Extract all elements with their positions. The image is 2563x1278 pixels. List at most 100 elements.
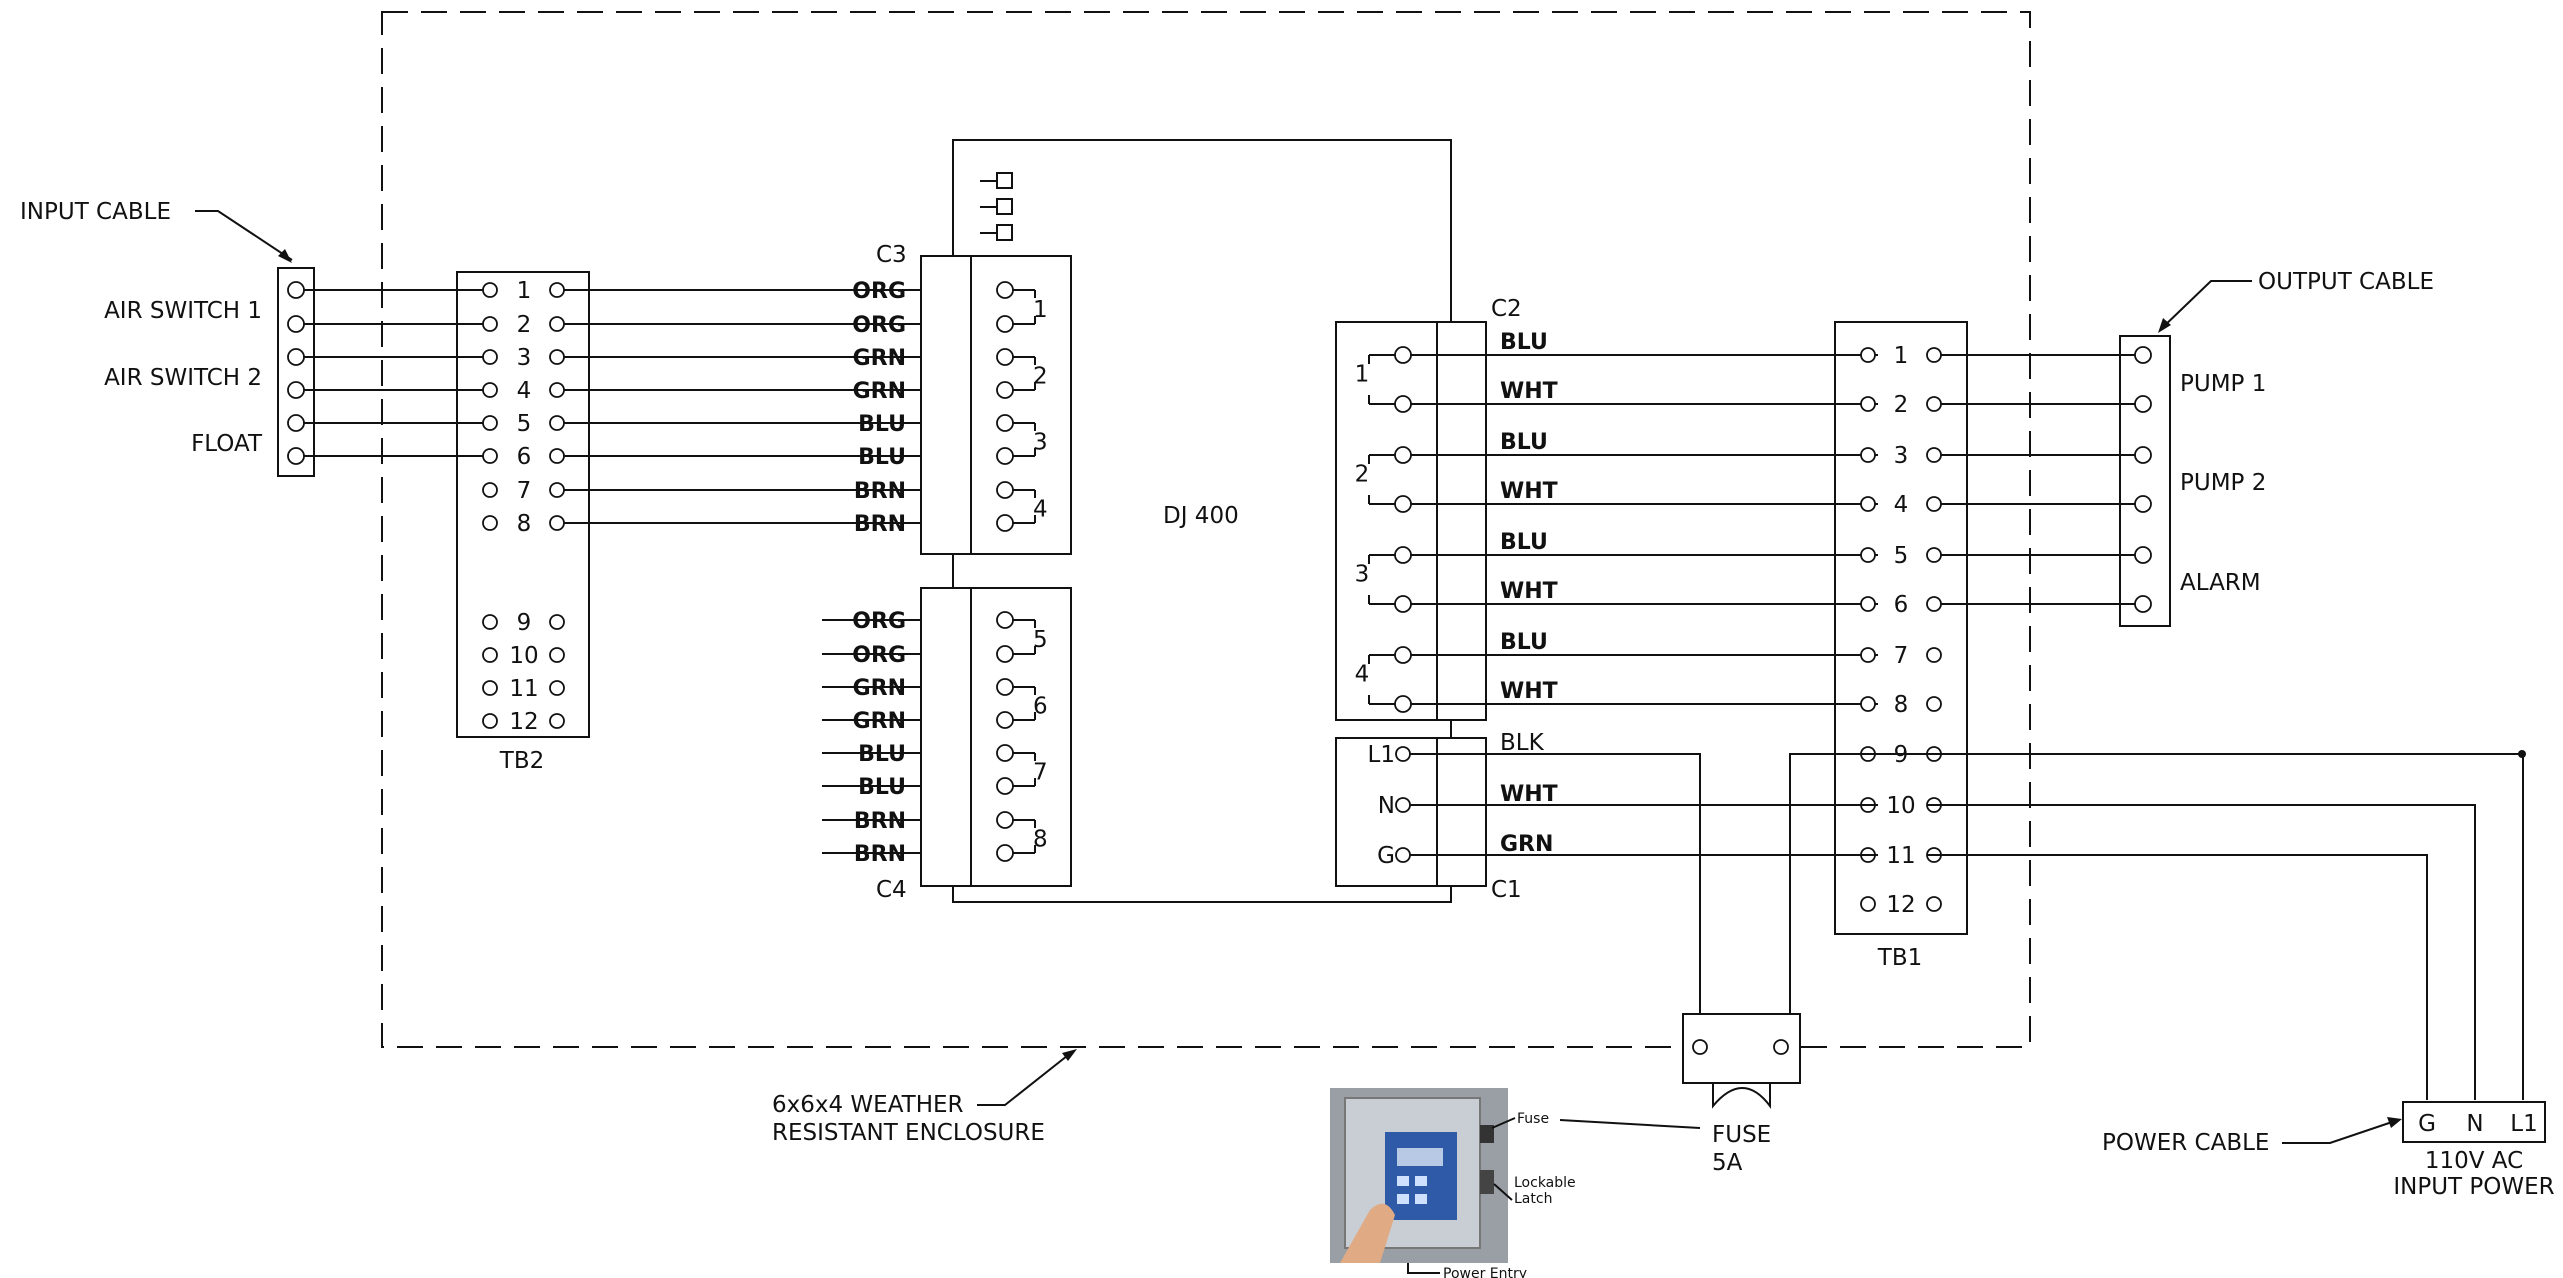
enclosure-outline	[381, 11, 2031, 1048]
tb1-terminal-number: 10	[1886, 793, 1915, 819]
power-cable-title: POWER CABLE	[2102, 1130, 2269, 1156]
photo-callout-lockable: Lockable	[1514, 1175, 1576, 1191]
c4-label: C4	[876, 877, 907, 903]
c2-wire-label: WHT	[1500, 679, 1558, 704]
tb2-terminal-right	[549, 482, 565, 498]
c4-terminal	[996, 844, 1014, 862]
tb2-terminal-right	[549, 680, 565, 696]
tb2-terminal-left	[482, 316, 498, 332]
air-switch-1-label: AIR SWITCH 1	[104, 298, 262, 324]
enclosure-arrowhead	[1062, 1049, 1077, 1061]
c3-terminal	[996, 514, 1014, 532]
tb1-terminal-left	[1860, 647, 1876, 663]
c3-wire-label: ORG	[852, 279, 906, 304]
tb2-terminal-left	[482, 382, 498, 398]
tb2-terminal-number: 3	[517, 345, 532, 371]
input-terminal	[287, 381, 305, 399]
c3-terminal	[996, 281, 1014, 299]
output-cable-terminals	[2134, 346, 2152, 613]
c2-terminal	[1394, 495, 1412, 513]
float-label: FLOAT	[191, 431, 263, 457]
c4-terminal	[996, 811, 1014, 829]
c3-terminal	[996, 381, 1014, 399]
tb1-terminal-number: 5	[1894, 543, 1909, 569]
c2-terminal	[1394, 446, 1412, 464]
output-cable-arrowhead	[2158, 318, 2171, 333]
output-cable-block	[2119, 335, 2171, 627]
output-terminal	[2134, 495, 2152, 513]
c4-wire-label: BRN	[854, 809, 906, 834]
c3-wire-label: BLU	[858, 445, 906, 470]
tb1-terminal-left	[1860, 496, 1876, 512]
tb2-terminal-left	[482, 713, 498, 729]
c2-pair-number: 3	[1355, 562, 1370, 588]
output-cable-leader	[2159, 280, 2252, 331]
tb2-terminal-right	[549, 515, 565, 531]
c2-terminal	[1394, 346, 1412, 364]
input-cable-terminals	[287, 281, 305, 465]
c4-terminal	[996, 645, 1014, 663]
output-terminal	[2134, 446, 2152, 464]
tb2-terminal-number: 2	[517, 312, 532, 338]
c4-terminal	[996, 744, 1014, 762]
output-cable-title: OUTPUT CABLE	[2258, 269, 2434, 295]
tb1-terminal-left	[1860, 896, 1876, 912]
c1-label: C1	[1491, 877, 1522, 903]
c4-wire-label: GRN	[853, 676, 906, 701]
tb2-terminal-number: 5	[517, 411, 532, 437]
fuse-label-line2: 5A	[1712, 1150, 1743, 1176]
air-switch-2-label: AIR SWITCH 2	[104, 365, 262, 391]
c3-wire-label: BRN	[854, 479, 906, 504]
input-terminal	[287, 348, 305, 366]
tb2-terminal-right	[549, 614, 565, 630]
c4-pair-number: 7	[1033, 760, 1048, 786]
c3-pair-number: 1	[1033, 297, 1048, 323]
tb2-terminal-number: 10	[509, 643, 538, 669]
photo-callouts	[1407, 1117, 1701, 1274]
tb2-terminal-right	[549, 448, 565, 464]
c2-wire-label: WHT	[1500, 579, 1558, 604]
c4-wire-label: ORG	[852, 609, 906, 634]
c3-wire-label: ORG	[852, 313, 906, 338]
c1-terminal	[1395, 797, 1411, 813]
tb1-terminal-left	[1860, 347, 1876, 363]
c3-pair-number: 2	[1033, 364, 1048, 390]
tb2-terminal-left	[482, 415, 498, 431]
pump-2-label: PUMP 2	[2180, 470, 2266, 496]
tb2-terminal-right	[549, 282, 565, 298]
tb1-terminal-number: 6	[1894, 592, 1909, 618]
input-wires	[304, 289, 921, 854]
tb2-label: TB2	[499, 748, 544, 774]
c1-connector	[1335, 737, 1487, 887]
c4-wire-label: BLU	[858, 742, 906, 767]
c3-terminal	[996, 315, 1014, 333]
tb1-terminal-left	[1860, 447, 1876, 463]
tb2-terminal-right	[549, 382, 565, 398]
tb1-terminal-right	[1926, 647, 1942, 663]
output-terminal	[2134, 395, 2152, 413]
tb1-terminal-number: 11	[1886, 843, 1915, 869]
power-cable-block	[2402, 1101, 2546, 1143]
c2-wire-label: WHT	[1500, 479, 1558, 504]
c3-wire-label: BLU	[858, 412, 906, 437]
c4-wire-label: ORG	[852, 643, 906, 668]
input-cable-leader	[195, 210, 293, 261]
c4-pair-number: 6	[1033, 694, 1048, 720]
power-terminal-g: G	[2418, 1111, 2436, 1137]
tb1-terminal-left	[1860, 596, 1876, 612]
output-wires	[1941, 354, 2136, 605]
c2-pair-number: 1	[1355, 362, 1370, 388]
c3-wire-label: BRN	[854, 512, 906, 537]
tb1-terminal-left	[1860, 547, 1876, 563]
tb1-terminal-number: 7	[1894, 643, 1909, 669]
enclosure-photo	[1330, 1088, 1508, 1263]
tb1-terminal-number: 4	[1894, 492, 1909, 518]
c1-wire-label: BLK	[1500, 730, 1545, 756]
tb2-terminal-number: 12	[509, 709, 538, 735]
power-label-line2: INPUT POWER	[2393, 1174, 2554, 1200]
output-terminal	[2134, 346, 2152, 364]
tb2-terminal-right	[549, 349, 565, 365]
c3-wire-label: GRN	[853, 379, 906, 404]
c1-terminal	[1395, 746, 1411, 762]
